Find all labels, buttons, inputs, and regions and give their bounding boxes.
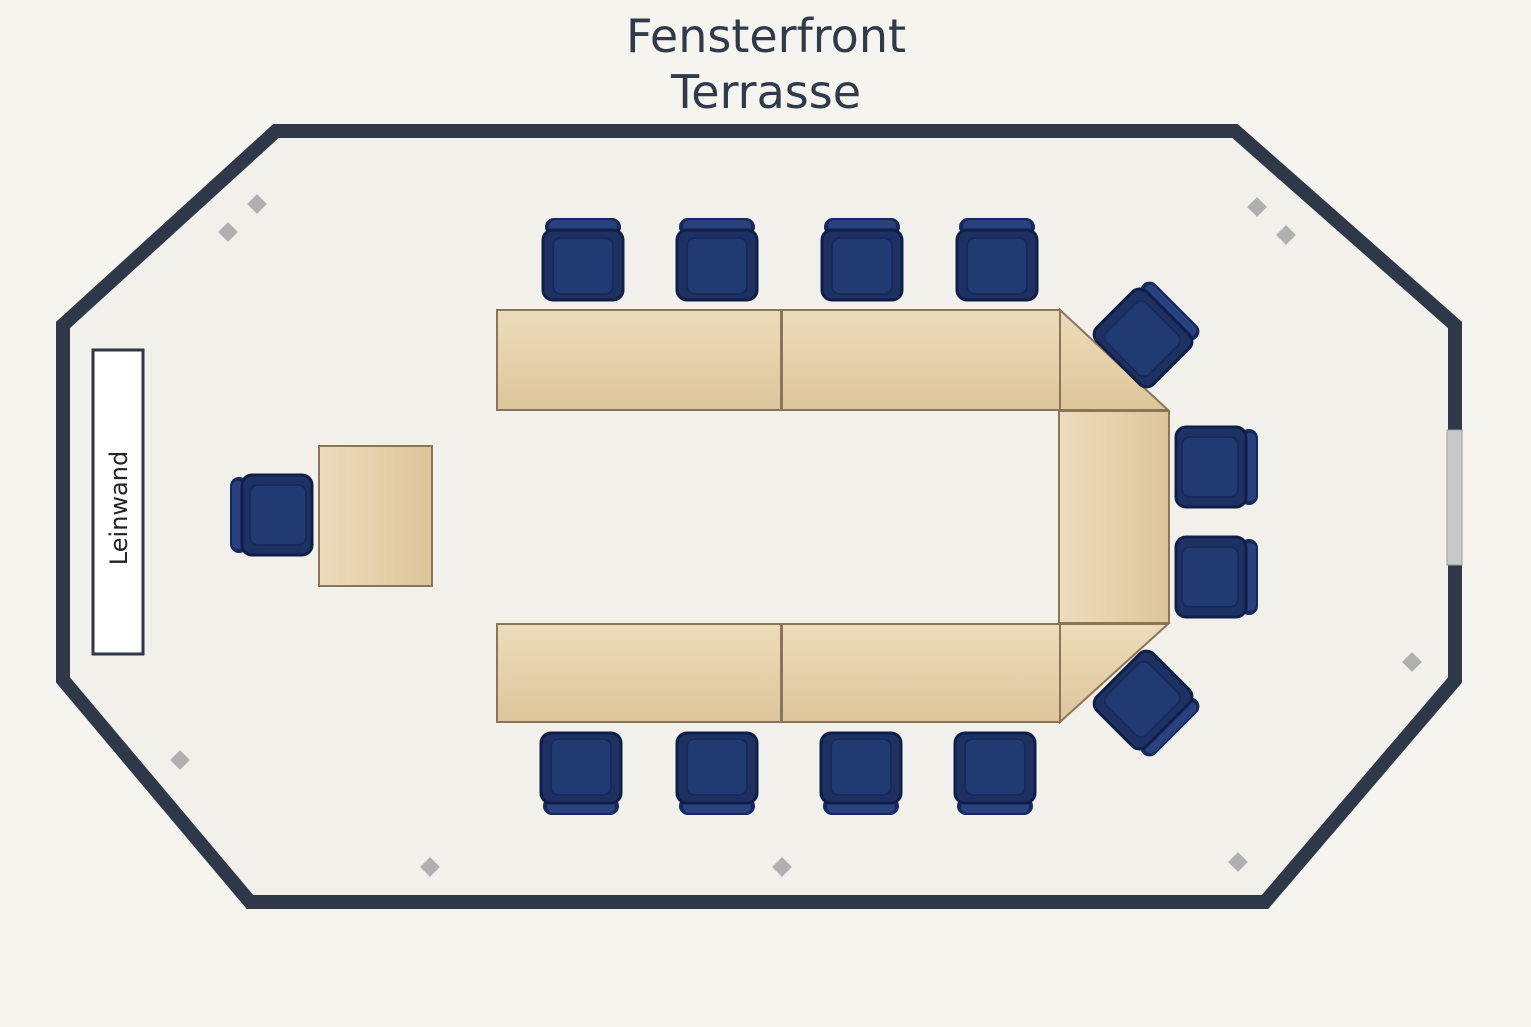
- floor-marker: [1228, 852, 1248, 872]
- door-opening: [1446, 429, 1463, 566]
- chair: [675, 731, 759, 817]
- table-bottom-right: [781, 623, 1061, 723]
- room-title-line1: Fensterfront: [626, 9, 906, 63]
- chair: [1174, 535, 1260, 619]
- floor-marker: [218, 222, 238, 242]
- chair: [819, 731, 903, 817]
- floor-marker: [772, 857, 792, 877]
- chair: [955, 216, 1039, 302]
- floor-marker: [247, 194, 267, 214]
- chair: [1174, 425, 1260, 509]
- floor-markers: [170, 194, 1422, 877]
- table-top-left: [496, 309, 782, 411]
- floor-marker: [420, 857, 440, 877]
- presenter-chair: [228, 473, 314, 557]
- table-top-right: [781, 309, 1061, 411]
- chair: [541, 216, 625, 302]
- chair: [539, 731, 623, 817]
- projection-screen: [91, 348, 145, 656]
- floor-marker: [1276, 225, 1296, 245]
- tables: [318, 307, 1171, 725]
- screen-label: Leinwand: [105, 451, 133, 565]
- chair: [675, 216, 759, 302]
- floor-marker: [1402, 652, 1422, 672]
- chair: [953, 731, 1037, 817]
- floor-marker: [1247, 197, 1267, 217]
- room-title-line2: Terrasse: [670, 65, 861, 119]
- table-side: [1058, 410, 1170, 624]
- table-bottom-left: [496, 623, 782, 723]
- lectern-table: [318, 445, 433, 587]
- chair: [820, 216, 904, 302]
